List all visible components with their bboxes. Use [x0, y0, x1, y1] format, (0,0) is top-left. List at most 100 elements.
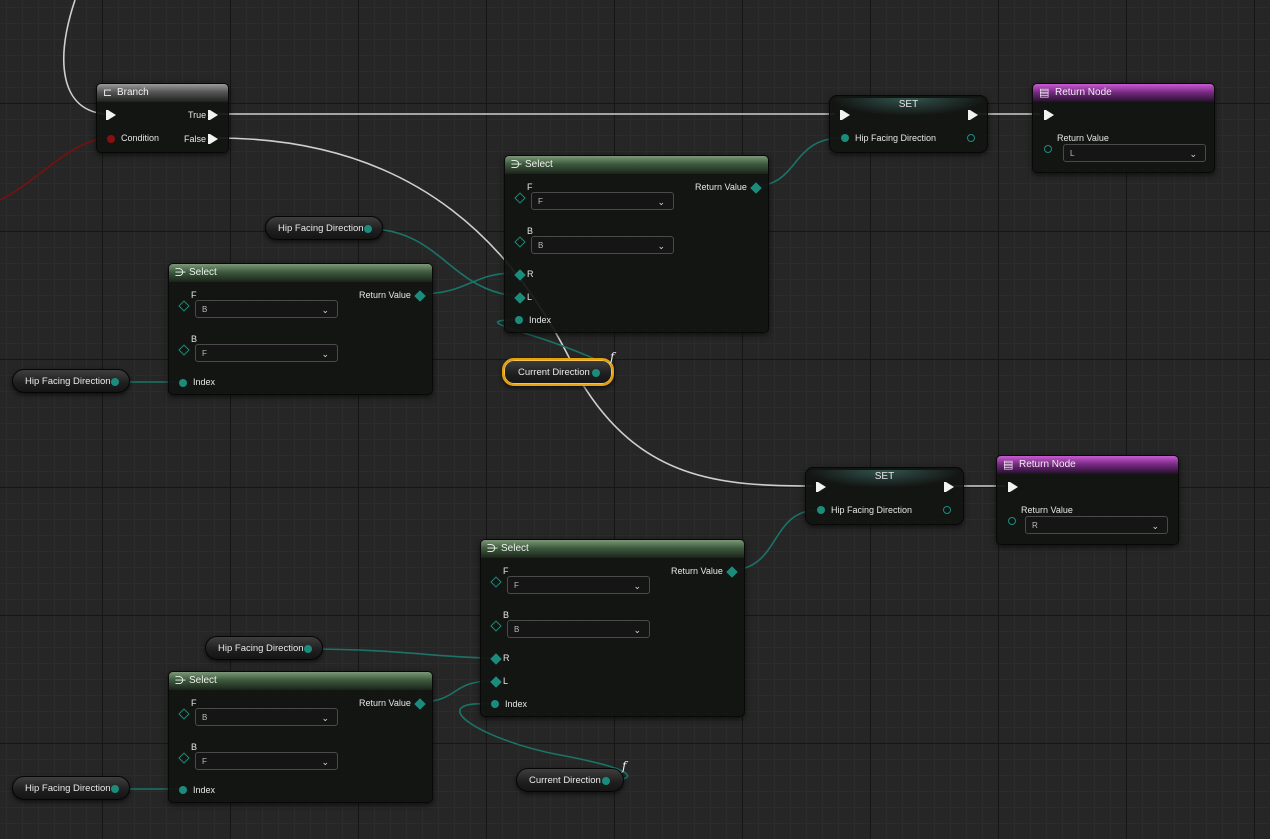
- option-dropdown[interactable]: F ⌄: [507, 576, 650, 594]
- option-pin[interactable]: [490, 620, 502, 632]
- select-node[interactable]: ⋺ Select F B ⌄ Return Value B F ⌄ Index: [168, 671, 433, 803]
- set-exec-out[interactable]: [944, 482, 954, 492]
- option-pin[interactable]: [178, 708, 190, 720]
- variable-label: Hip Facing Direction: [25, 783, 111, 794]
- current-direction-getter[interactable]: Current Direction: [516, 768, 624, 792]
- variable-output-pin[interactable]: [364, 225, 372, 233]
- variable-label: Current Direction: [529, 775, 601, 786]
- return-node-1[interactable]: ▤ Return Node Return Value L ⌄: [1032, 83, 1215, 173]
- option-pin[interactable]: [514, 236, 526, 248]
- branch-header: ⊏ Branch: [97, 84, 228, 102]
- current-direction-getter[interactable]: Current Direction: [502, 358, 614, 386]
- return-value-dropdown[interactable]: R ⌄: [1025, 516, 1168, 534]
- option-dropdown[interactable]: B ⌄: [531, 236, 674, 254]
- chevron-down-icon: ⌄: [657, 197, 665, 207]
- branch-node[interactable]: ⊏ Branch True Condition False: [96, 83, 229, 153]
- output-label: Return Value: [359, 290, 411, 300]
- set-node-2[interactable]: SET Hip Facing Direction: [805, 467, 964, 525]
- variable-label: Hip Facing Direction: [218, 643, 304, 654]
- hip-facing-direction-getter[interactable]: Hip Facing Direction: [265, 216, 383, 240]
- return-exec-in[interactable]: [1044, 110, 1054, 120]
- return-value-dropdown[interactable]: L ⌄: [1063, 144, 1206, 162]
- variable-output-pin[interactable]: [111, 785, 119, 793]
- index-pin[interactable]: [179, 379, 187, 387]
- set-output-pin[interactable]: [943, 506, 951, 514]
- condition-wire: [0, 137, 109, 201]
- option-dropdown[interactable]: F ⌄: [195, 344, 338, 362]
- option-pin[interactable]: [178, 344, 190, 356]
- index-label: Index: [193, 785, 216, 795]
- option-label: B: [503, 610, 510, 620]
- option-pin-r[interactable]: [514, 269, 526, 281]
- hip-facing-direction-getter[interactable]: Hip Facing Direction: [12, 369, 130, 393]
- option-value: B: [538, 241, 544, 250]
- select-node[interactable]: ⋺ Select F F ⌄ Return Value B B ⌄ R L In…: [480, 539, 745, 717]
- chevron-down-icon: ⌄: [321, 757, 329, 767]
- select-icon: ⋺: [511, 159, 522, 171]
- option-pin[interactable]: [178, 752, 190, 764]
- return-value-pin[interactable]: [1044, 145, 1052, 153]
- set-value-pin[interactable]: [841, 134, 849, 142]
- return-value: R: [1032, 521, 1038, 530]
- set-pin-label: Hip Facing Direction: [855, 133, 937, 143]
- option-pin-l[interactable]: [514, 292, 526, 304]
- option-label-r: R: [503, 653, 510, 663]
- condition-pin[interactable]: [107, 135, 115, 143]
- return-value-pin[interactable]: [750, 182, 762, 194]
- return-value-pin[interactable]: [414, 290, 426, 302]
- return-value-pin[interactable]: [726, 566, 738, 578]
- set-output-pin[interactable]: [967, 134, 975, 142]
- variable-output-pin[interactable]: [602, 777, 610, 785]
- option-pin-l[interactable]: [490, 676, 502, 688]
- select-header: ⋺ Select: [169, 264, 432, 282]
- index-pin[interactable]: [491, 700, 499, 708]
- select-title: Select: [189, 675, 217, 686]
- option-label: B: [191, 334, 198, 344]
- return-title: Return Node: [1019, 459, 1076, 470]
- select-header: ⋺ Select: [169, 672, 432, 690]
- variable-output-pin[interactable]: [304, 645, 312, 653]
- option-value: B: [202, 305, 208, 314]
- function-icon: f: [622, 759, 627, 773]
- option-dropdown[interactable]: B ⌄: [195, 300, 338, 318]
- select-node[interactable]: ⋺ Select F B ⌄ Return Value B F ⌄ Index: [168, 263, 433, 395]
- option-pin[interactable]: [490, 576, 502, 588]
- option-dropdown[interactable]: B ⌄: [507, 620, 650, 638]
- index-pin[interactable]: [179, 786, 187, 794]
- option-dropdown[interactable]: B ⌄: [195, 708, 338, 726]
- option-pin[interactable]: [178, 300, 190, 312]
- set-exec-in[interactable]: [840, 110, 850, 120]
- hip-facing-direction-getter[interactable]: Hip Facing Direction: [205, 636, 323, 660]
- index-label: Index: [193, 377, 216, 387]
- set-exec-out[interactable]: [968, 110, 978, 120]
- option-dropdown[interactable]: F ⌄: [531, 192, 674, 210]
- index-pin[interactable]: [515, 316, 523, 324]
- variable-output-pin[interactable]: [111, 378, 119, 386]
- set-value-pin[interactable]: [817, 506, 825, 514]
- set-node-1[interactable]: SET Hip Facing Direction: [829, 95, 988, 153]
- return-value: L: [1070, 149, 1075, 158]
- false-exec-pin[interactable]: [208, 134, 218, 144]
- return-value-pin[interactable]: [1008, 517, 1016, 525]
- chevron-down-icon: ⌄: [321, 305, 329, 315]
- function-icon: ▤: [1039, 87, 1050, 99]
- set-exec-in[interactable]: [816, 482, 826, 492]
- option-label: B: [527, 226, 534, 236]
- true-exec-pin[interactable]: [208, 110, 218, 120]
- option-pin[interactable]: [514, 192, 526, 204]
- select-title: Select: [525, 159, 553, 170]
- index-label: Index: [505, 699, 528, 709]
- return-node-2[interactable]: ▤ Return Node Return Value R ⌄: [996, 455, 1179, 545]
- select-header: ⋺ Select: [481, 540, 744, 558]
- chevron-down-icon: ⌄: [657, 241, 665, 251]
- return-value-pin[interactable]: [414, 698, 426, 710]
- select-node[interactable]: ⋺ Select F F ⌄ Return Value B B ⌄ R L In…: [504, 155, 769, 333]
- variable-output-pin[interactable]: [592, 369, 600, 377]
- option-pin-r[interactable]: [490, 653, 502, 665]
- hip-facing-direction-getter[interactable]: Hip Facing Direction: [12, 776, 130, 800]
- data-wire: [306, 648, 493, 659]
- option-dropdown[interactable]: F ⌄: [195, 752, 338, 770]
- exec-in-pin[interactable]: [106, 110, 116, 120]
- false-label: False: [184, 134, 207, 144]
- return-exec-in[interactable]: [1008, 482, 1018, 492]
